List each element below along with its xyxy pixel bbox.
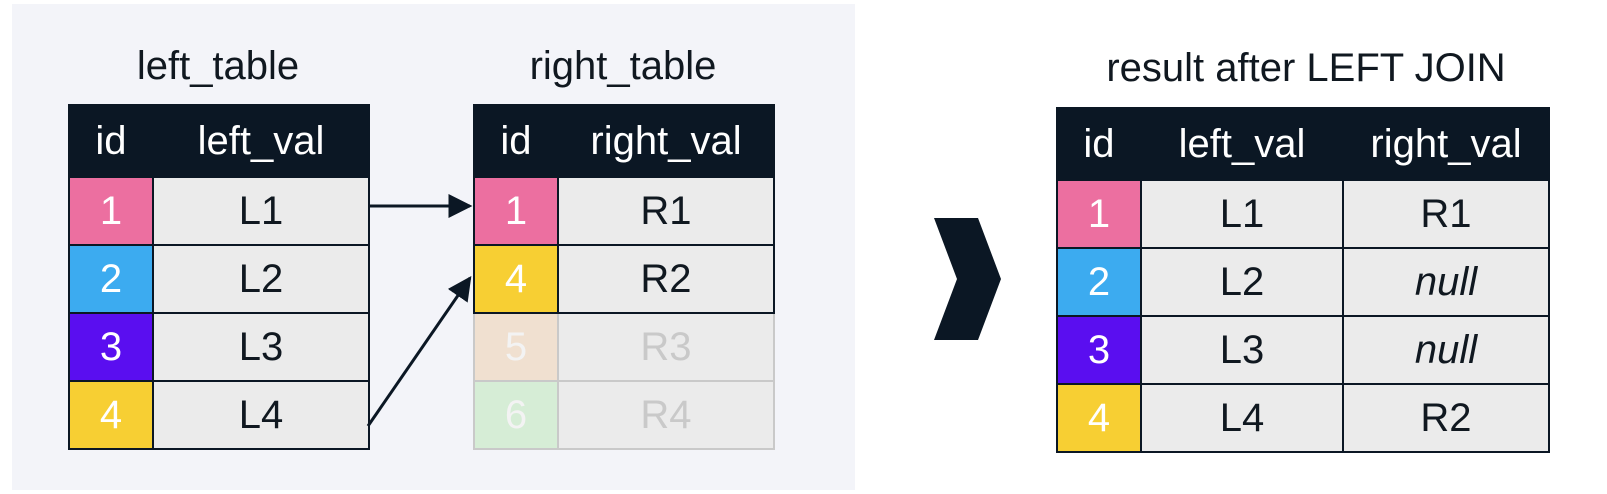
left-table: id left_val 1 L1 2 L2 3 L3 4 L4 — [68, 104, 370, 450]
right-value-cell: R2 — [1342, 383, 1550, 453]
right-value-cell: R1 — [1342, 179, 1550, 249]
id-cell: 5 — [473, 312, 559, 382]
table-row: 4 L4 R2 — [1056, 383, 1550, 453]
table-row: 3 L3 null — [1056, 315, 1550, 385]
id-cell: 2 — [68, 244, 154, 314]
id-cell: 4 — [473, 244, 559, 314]
value-cell: L3 — [152, 312, 370, 382]
table-row: 2 L2 — [68, 244, 370, 314]
value-cell: L4 — [152, 380, 370, 450]
table-row: 3 L3 — [68, 312, 370, 382]
table-row: 1 L1 R1 — [1056, 179, 1550, 249]
null-value-cell: null — [1342, 315, 1550, 385]
table-row: 2 L2 null — [1056, 247, 1550, 317]
left-value-cell: L4 — [1140, 383, 1344, 453]
value-cell: R1 — [557, 176, 775, 246]
right-table-title: right_table — [529, 44, 717, 88]
result-table-header: id left_val right_val — [1056, 107, 1550, 181]
column-header: left_val — [1140, 107, 1344, 181]
table-row: 1 L1 — [68, 176, 370, 246]
column-header: right_val — [1342, 107, 1550, 181]
column-header: id — [473, 104, 559, 178]
value-cell: R3 — [557, 312, 775, 382]
result-table-title: result after LEFT JOIN — [1106, 46, 1506, 90]
unmatched-row: 5 R3 — [473, 312, 775, 382]
value-cell: R2 — [557, 244, 775, 314]
left-table-header: id left_val — [68, 104, 370, 178]
table-row: 1 R1 — [473, 176, 775, 246]
left-value-cell: L3 — [1140, 315, 1344, 385]
left-value-cell: L1 — [1140, 179, 1344, 249]
null-value-cell: null — [1342, 247, 1550, 317]
id-cell: 6 — [473, 380, 559, 450]
column-header: id — [1056, 107, 1142, 181]
right-table: id right_val 1 R1 4 R2 5 R3 6 R4 — [473, 104, 775, 450]
id-cell: 4 — [68, 380, 154, 450]
id-cell: 1 — [68, 176, 154, 246]
id-cell: 1 — [473, 176, 559, 246]
chevron-right-icon — [934, 218, 1001, 340]
result-table: id left_val right_val 1 L1 R1 2 L2 null … — [1056, 107, 1550, 453]
match-arrow-4 — [366, 276, 472, 427]
value-cell: L2 — [152, 244, 370, 314]
id-cell: 3 — [1056, 315, 1142, 385]
column-header: id — [68, 104, 154, 178]
table-row: 4 R2 — [473, 244, 775, 314]
left-table-title: left_table — [136, 44, 300, 88]
column-header: right_val — [557, 104, 775, 178]
right-table-header: id right_val — [473, 104, 775, 178]
id-cell: 1 — [1056, 179, 1142, 249]
left-value-cell: L2 — [1140, 247, 1344, 317]
id-cell: 3 — [68, 312, 154, 382]
value-cell: R4 — [557, 380, 775, 450]
column-header: left_val — [152, 104, 370, 178]
table-row: 4 L4 — [68, 380, 370, 450]
id-cell: 4 — [1056, 383, 1142, 453]
value-cell: L1 — [152, 176, 370, 246]
id-cell: 2 — [1056, 247, 1142, 317]
unmatched-row: 6 R4 — [473, 380, 775, 450]
